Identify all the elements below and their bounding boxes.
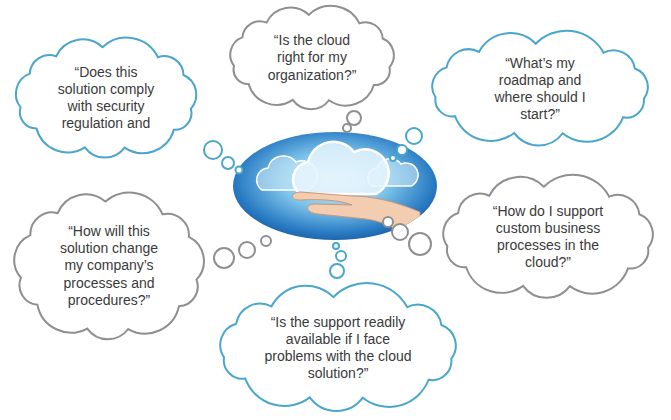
cloud-text-area: “Does this solution comply with security… [5, 33, 207, 163]
thought-bubble [239, 242, 255, 258]
thought-cloud: “Is the support readily available if I f… [205, 280, 471, 416]
thought-bubble [343, 124, 351, 132]
cloud-text-area: “What’s my roadmap and where should I st… [418, 28, 662, 150]
thought-bubble [347, 111, 361, 125]
cloud-outline-path [220, 283, 455, 411]
thought-text: “Does this solution comply with security… [50, 64, 162, 132]
cloud-text-area: “How will this solution change my compan… [4, 186, 214, 346]
thought-bubble [383, 217, 393, 227]
cloud-outline-path [432, 31, 648, 146]
cloud-text-area: “Is the support readily available if I f… [205, 280, 471, 416]
thought-bubble [333, 243, 339, 249]
thought-bubble [236, 167, 243, 174]
thought-cloud: “Is the cloud right for my organization?… [220, 2, 404, 114]
thought-bubble [336, 251, 346, 261]
cloud-text-area: “How do I support custom business proces… [430, 171, 666, 303]
thought-text: “What’s my roadmap and where should I st… [484, 55, 596, 123]
thought-bubble [214, 248, 234, 268]
cloud-outline-path [443, 175, 653, 298]
thought-bubble [406, 128, 422, 144]
thought-bubble [409, 233, 431, 255]
thought-cloud: “What’s my roadmap and where should I st… [418, 28, 662, 150]
thought-bubble [397, 145, 407, 155]
thought-text: “How will this solution change my compan… [51, 223, 167, 308]
cloud-icons [257, 142, 420, 250]
cloud-text-area: “Is the cloud right for my organization?… [220, 2, 404, 114]
thought-bubble [204, 141, 222, 159]
thought-bubble [222, 157, 234, 169]
main-cloud [293, 142, 389, 194]
cloud-outline-path [14, 193, 204, 340]
thought-bubble [261, 236, 271, 246]
thought-bubble [330, 264, 344, 278]
thought-cloud: “How will this solution change my compan… [4, 186, 214, 346]
cloud-outline-path [230, 6, 394, 109]
thought-text: “Is the cloud right for my organization?… [260, 32, 364, 83]
thought-bubble [392, 224, 408, 240]
thought-text: “How do I support custom business proces… [483, 203, 613, 271]
open-hand [293, 192, 421, 250]
thought-cloud: “How do I support custom business proces… [430, 171, 666, 303]
thought-text: “Is the support readily available if I f… [262, 314, 414, 382]
thought-bubbles [204, 111, 431, 278]
thought-bubble [390, 155, 396, 161]
cloud-outline-path [16, 38, 196, 158]
thought-cloud: “Does this solution comply with security… [5, 33, 207, 163]
